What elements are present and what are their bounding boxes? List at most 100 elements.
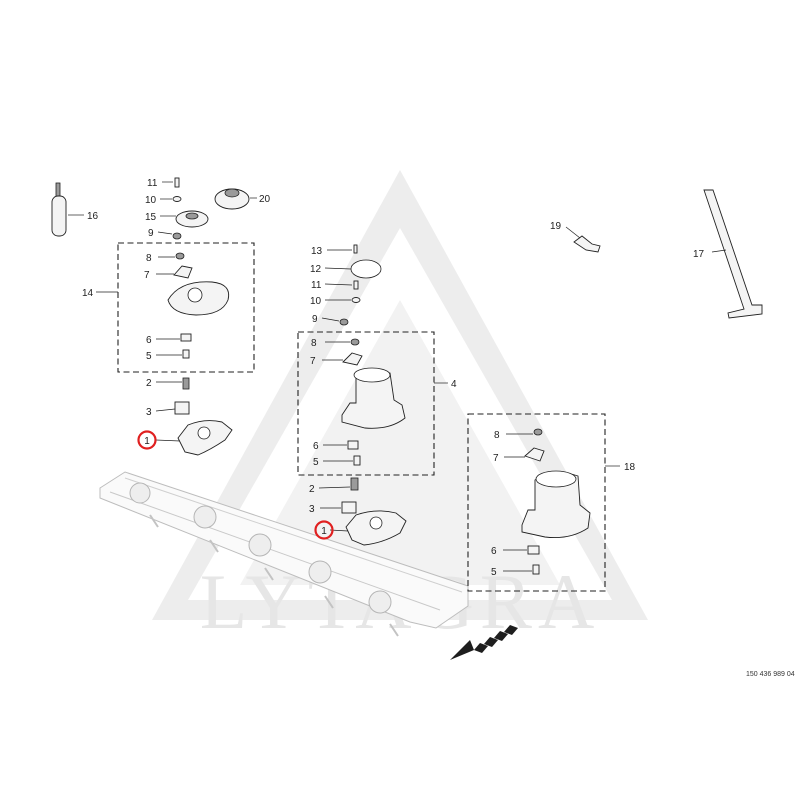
part-3a-shim: [174, 401, 190, 415]
highlight-circle-1b: [314, 520, 334, 540]
part-7a-plate: [173, 265, 193, 279]
leader-3a: [155, 408, 176, 412]
leader-2b: [318, 486, 351, 489]
leader-19: [565, 226, 581, 239]
leader-9b: [321, 317, 340, 322]
group-4-frame: [297, 331, 435, 476]
part-16-drawing: [51, 182, 84, 237]
left-stack: [137, 377, 233, 456]
cutter-disc: [248, 533, 272, 557]
callout-20: 20: [259, 194, 271, 205]
group-14: [96, 242, 255, 373]
part-9b-nut: [339, 318, 349, 326]
part-5c-bolt: [532, 564, 540, 575]
callout-8a: 8: [146, 253, 152, 264]
callout-11b: 11: [311, 280, 322, 291]
callout-10b: 10: [310, 296, 322, 307]
callout-labels: 11 10 15 9 20 16 14 8 7 6 5 2 3 1 13 12 …: [82, 178, 705, 578]
part-11-bolt: [174, 177, 180, 188]
part-16-pin: [55, 182, 61, 198]
callout-5b: 5: [313, 457, 319, 468]
callout-8b: 8: [311, 338, 317, 349]
part-4-top-face: [353, 367, 391, 383]
callout-9b: 9: [312, 314, 318, 325]
callout-4: 4: [451, 379, 457, 390]
group-18: [467, 413, 620, 592]
callout-6c: 6: [491, 546, 497, 557]
part-8b-nut: [350, 338, 360, 346]
callout-7c: 7: [493, 453, 499, 464]
cutter-disc: [193, 505, 217, 529]
cutter-discs: [129, 482, 392, 614]
callout-1a: 1: [144, 436, 150, 447]
part-8a-nut: [175, 252, 185, 260]
callout-7a: 7: [144, 270, 150, 281]
part-10-washer: [172, 196, 182, 202]
callout-19: 19: [550, 221, 562, 232]
top-left-hardware: [157, 177, 257, 240]
part-6b-plate: [347, 440, 359, 450]
part-8c-nut: [533, 428, 543, 436]
group-14-frame: [117, 242, 255, 373]
callout-8c: 8: [494, 430, 500, 441]
part-17-drawing: [703, 189, 763, 319]
center-top-hardware: [321, 244, 382, 326]
cutter-knife: [149, 514, 159, 528]
callout-5c: 5: [491, 567, 497, 578]
callout-3b: 3: [309, 504, 315, 515]
part-18-top-face: [535, 470, 577, 488]
part-15-hub: [185, 212, 199, 220]
part-14-bore: [187, 287, 203, 303]
cutter-disc: [129, 482, 151, 504]
callout-17: 17: [693, 249, 705, 260]
part-13-screw: [353, 244, 358, 254]
cutter-knife: [324, 595, 334, 609]
part-5b-bolt: [353, 455, 361, 466]
callout-5a: 5: [146, 351, 152, 362]
part-2b-bolt: [350, 477, 359, 491]
callout-2b: 2: [309, 484, 315, 495]
leader-12: [324, 267, 352, 270]
watermark-triangle-core: [240, 300, 560, 585]
part-9-nut: [172, 232, 182, 240]
cutter-knife: [264, 567, 274, 581]
group-4: [297, 331, 448, 476]
callout-2a: 2: [146, 378, 152, 389]
cutter-bar: [99, 471, 469, 637]
leader-1a: [155, 439, 181, 442]
part-1b-bore: [369, 516, 383, 530]
direction-arrow: [450, 625, 518, 660]
group-18-frame: [467, 413, 606, 592]
part-20-hub: [224, 188, 240, 198]
part-5a-bolt: [182, 349, 190, 359]
callout-3a: 3: [146, 407, 152, 418]
cutter-knife: [389, 623, 399, 637]
arrow-stripe: [504, 625, 518, 635]
part-2a-bolt: [182, 377, 190, 390]
center-stack: [314, 477, 407, 546]
cutter-bar-edge: [109, 491, 441, 611]
part-3b-shim: [341, 501, 357, 514]
cutter-disc: [308, 560, 332, 584]
callout-9a: 9: [148, 228, 154, 239]
callout-13: 13: [311, 246, 323, 257]
arrow-stripe: [494, 631, 508, 641]
cutter-bar-edge-back: [124, 477, 463, 593]
leader-11b: [324, 283, 353, 286]
part-17-rod: [703, 189, 763, 319]
callout-6b: 6: [313, 441, 319, 452]
part-7c-plate: [524, 447, 545, 462]
callout-12: 12: [310, 264, 322, 275]
callout-10a: 10: [145, 195, 157, 206]
part-6a-plate: [180, 333, 192, 342]
leader-17: [711, 249, 727, 253]
part-10b-washer: [351, 297, 361, 303]
cutter-knife: [209, 539, 219, 553]
drawing-reference-number: 150 436 989 04: [746, 671, 795, 678]
callout-6a: 6: [146, 335, 152, 346]
callout-1b: 1: [321, 526, 327, 537]
part-11b-bolt: [353, 280, 359, 290]
part-19-drawing: [565, 226, 601, 253]
highlight-circle-1a: [137, 430, 157, 450]
